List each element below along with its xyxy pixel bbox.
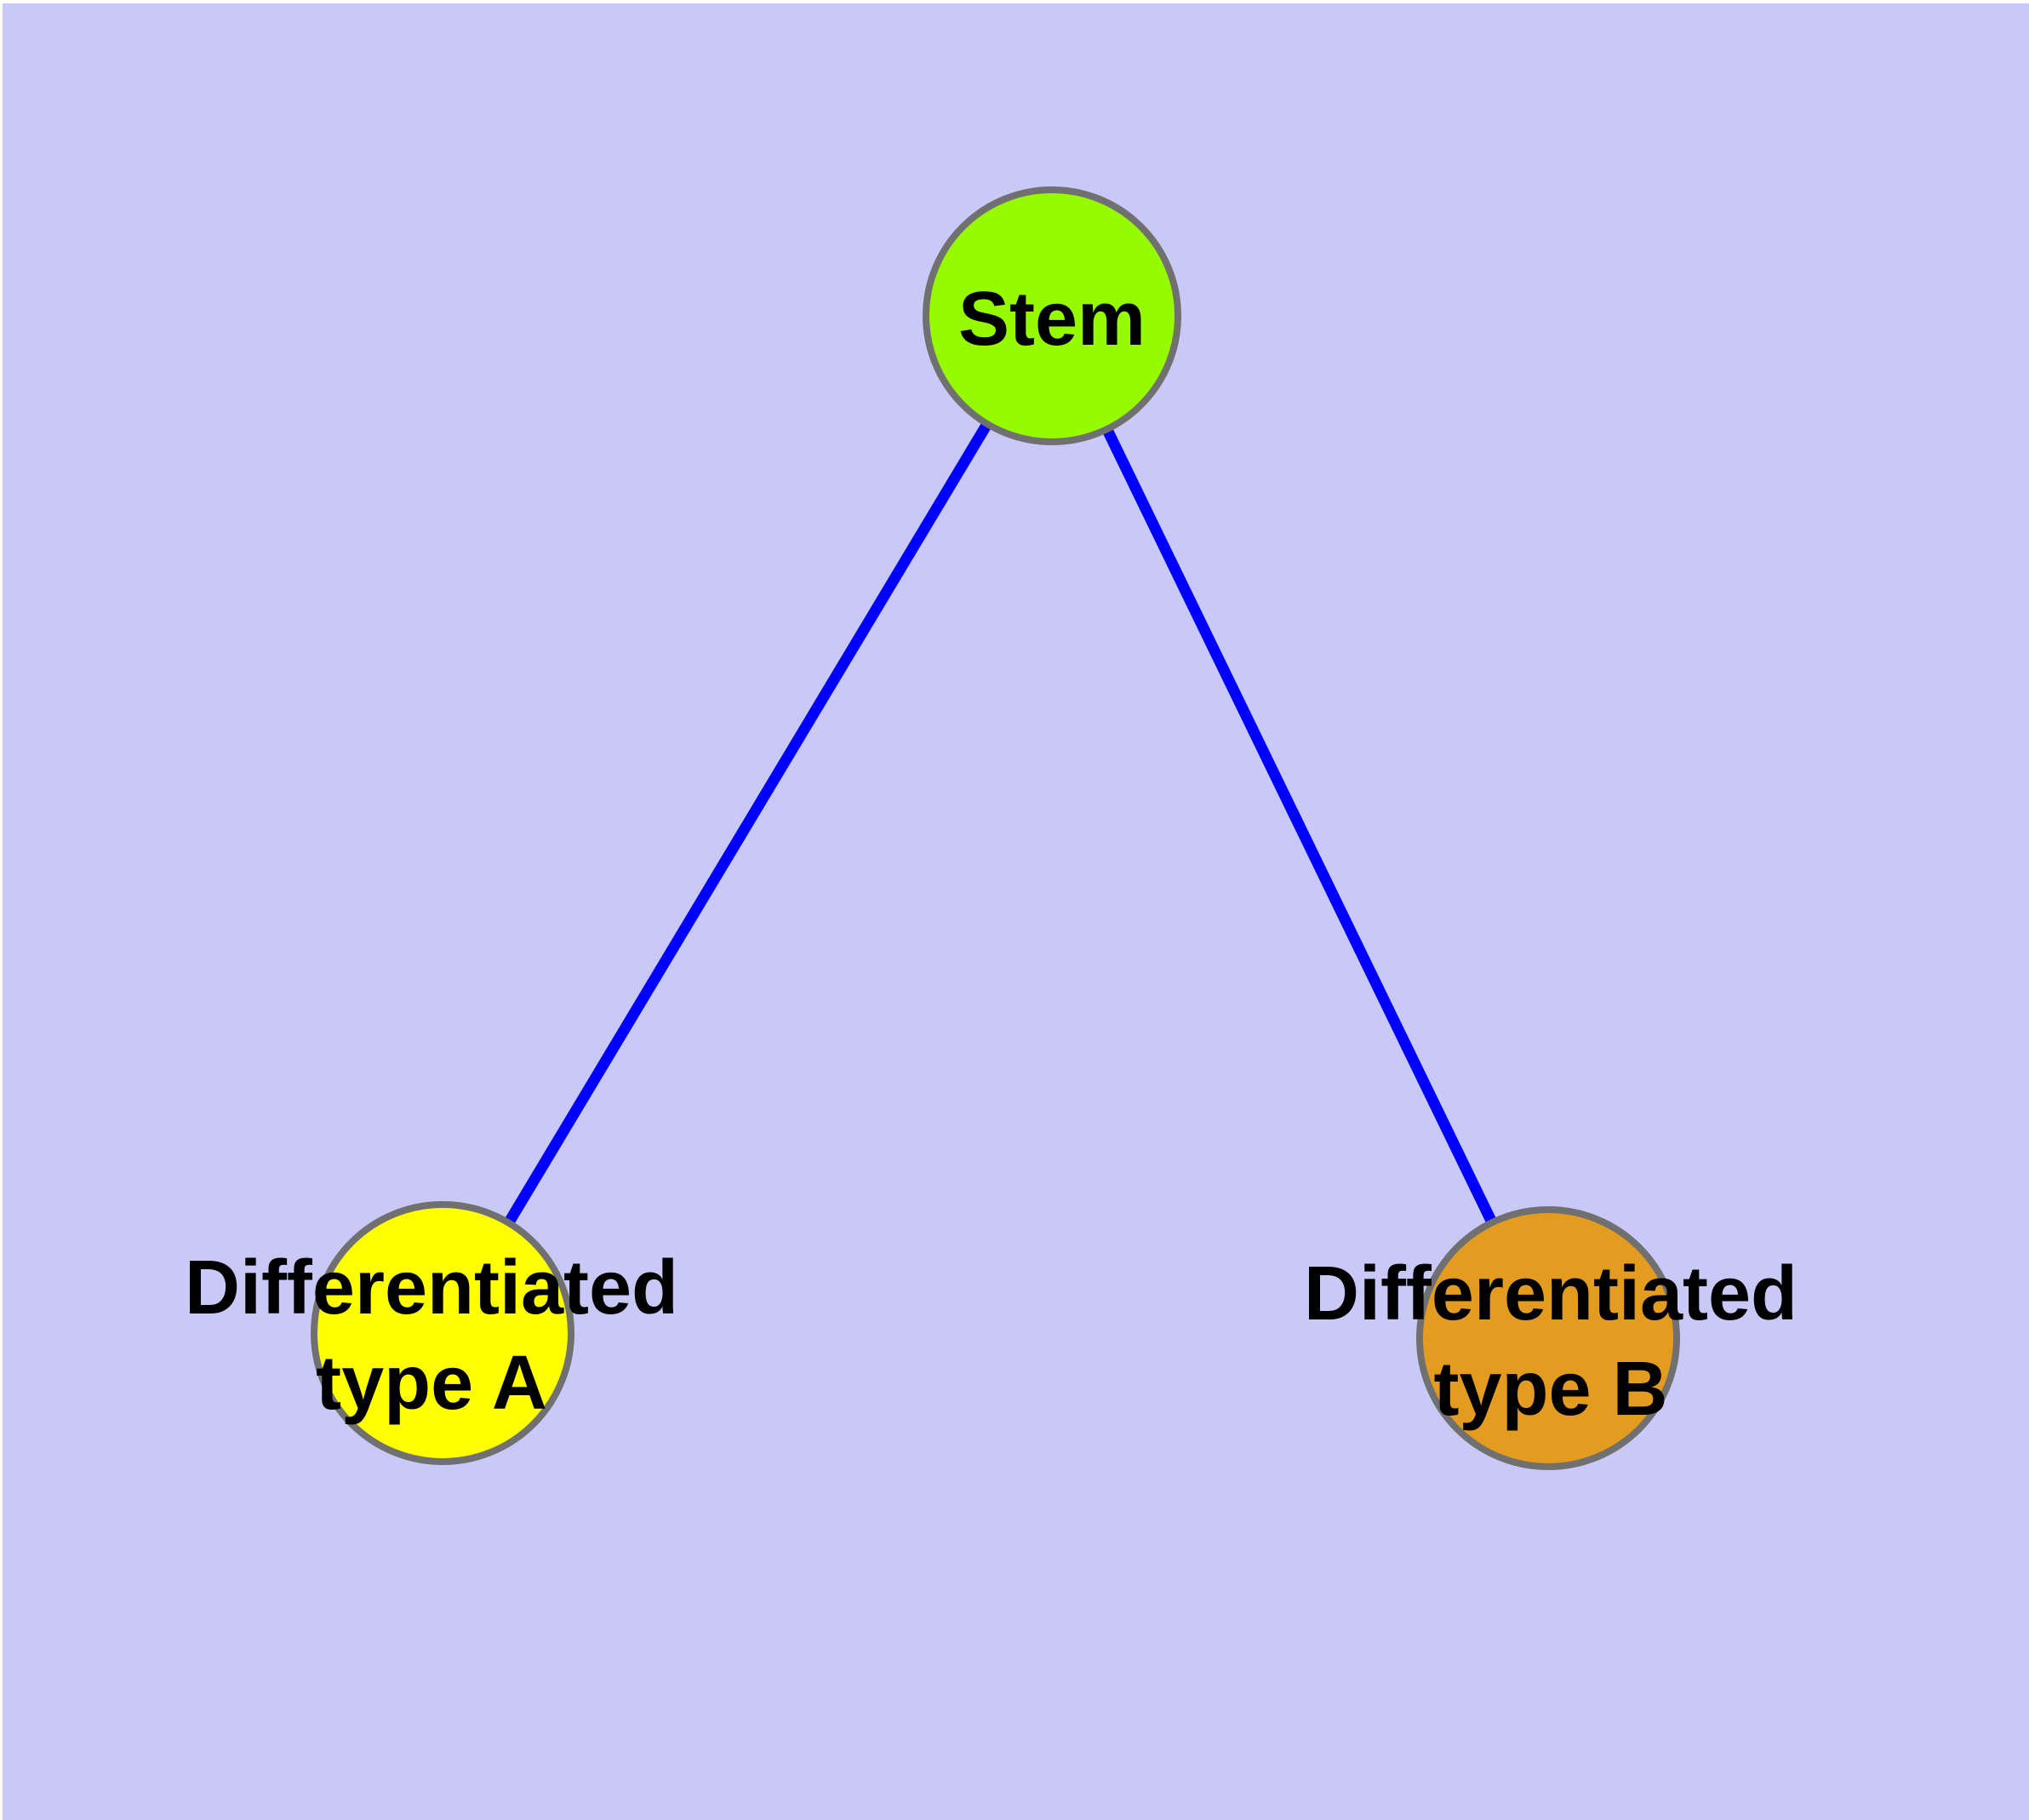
node-type-b-label-line1: Differentiated <box>1304 1251 1798 1336</box>
node-type-b <box>1416 1206 1680 1470</box>
node-type-b-label-line2: type B <box>1433 1347 1667 1432</box>
node-type-a-label-line2: type A <box>316 1341 547 1426</box>
node-stem <box>923 186 1181 445</box>
edge-stem-to-type-b <box>1047 313 1553 1341</box>
node-stem-label: Stem <box>958 277 1146 362</box>
edge-stem-to-type-a <box>437 312 1057 1336</box>
node-type-a-label-line1: Differentiated <box>185 1245 678 1331</box>
node-type-a <box>311 1201 574 1465</box>
